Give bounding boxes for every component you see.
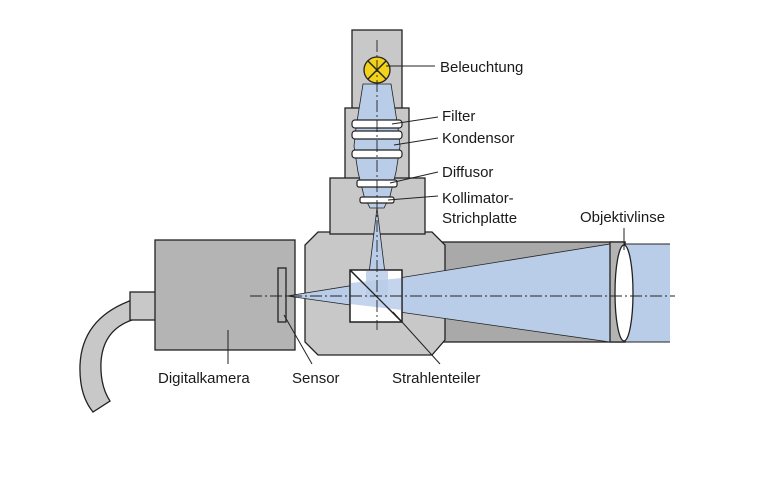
leader-kollimator [387, 195, 439, 201]
label-sensor: Sensor [292, 370, 340, 387]
objective-lens [614, 244, 634, 342]
sensor [277, 267, 287, 323]
beam-in-cube-horizontal [350, 278, 402, 310]
label-objektivlinse: Objektivlinse [580, 209, 665, 226]
label-digitalkamera: Digitalkamera [158, 370, 250, 387]
leader-sensor [283, 314, 313, 365]
label-kollimator-line2: Strichplatte [442, 210, 517, 227]
digital-camera-body [154, 239, 296, 351]
label-diffusor: Diffusor [442, 164, 493, 181]
leader-diffusor [389, 171, 439, 184]
leader-kondensor [393, 137, 439, 146]
label-kollimator-line1: Kollimator- [442, 190, 514, 207]
leader-filter [391, 116, 439, 125]
label-beleuchtung: Beleuchtung [440, 59, 523, 76]
cable-connector [129, 291, 159, 321]
camera-cable [79, 299, 133, 413]
label-strahlenteiler: Strahlenteiler [392, 370, 480, 387]
leader-strahlenteiler [392, 311, 441, 365]
label-filter: Filter [442, 108, 475, 125]
label-kondensor: Kondensor [442, 130, 515, 147]
